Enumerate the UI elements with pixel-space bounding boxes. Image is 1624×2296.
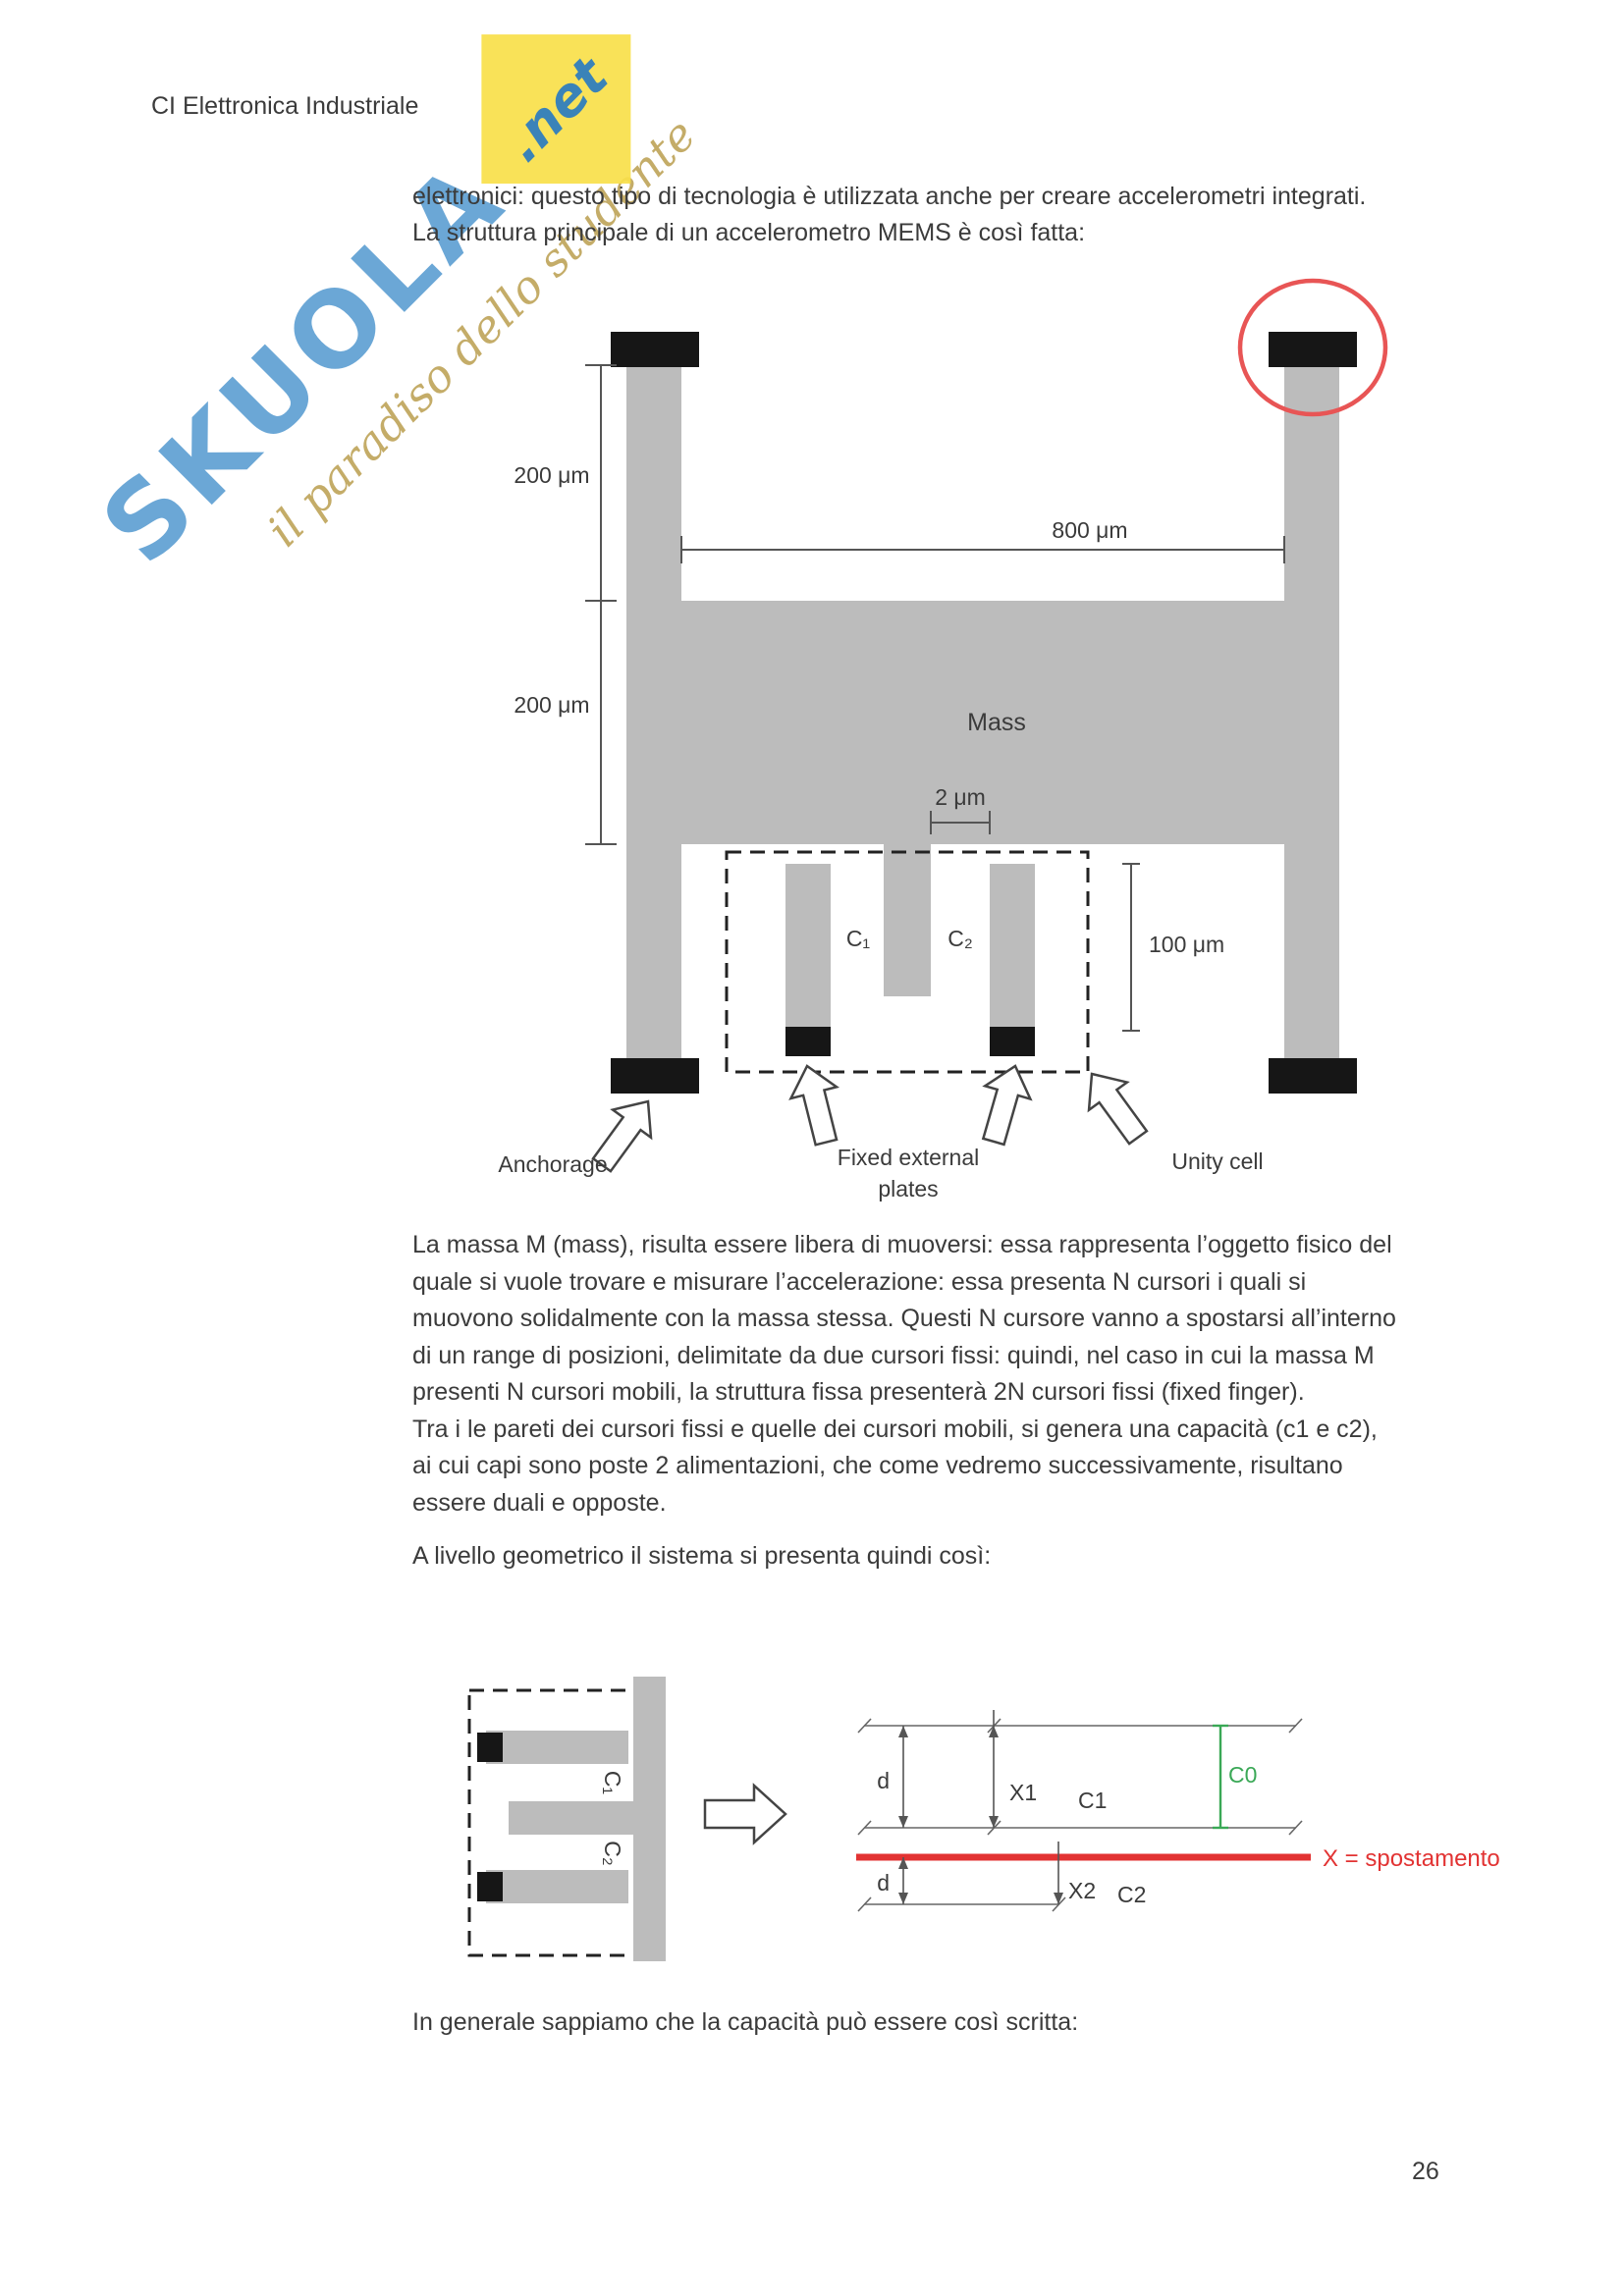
dim-2-label: 2 μm: [935, 784, 986, 810]
schematic-dimensions: [898, 1710, 1063, 1904]
x1-label: X1: [1009, 1780, 1037, 1805]
page-header-title: CI Elettronica Industriale: [151, 92, 419, 120]
mems-structure: [611, 278, 1388, 1094]
diagram-labels: 200 μm 200 μm 800 μm Mass 2 μm C₁ C₂ 100…: [498, 462, 1263, 1201]
fixed-finger-right: [990, 864, 1035, 1027]
schematic-svg: C₁ C₂: [467, 1677, 1500, 1961]
c0-label: C0: [1228, 1762, 1257, 1788]
callout-arrows: [591, 1064, 1149, 1173]
dim-200-top-label: 200 μm: [514, 462, 589, 488]
geometric-schematic-diagram: C₁ C₂: [442, 1659, 1581, 1978]
dimension-lines: [585, 364, 1285, 1032]
plate-anchor-top: [477, 1733, 503, 1762]
intro-paragraph: elettronici: questo tipo di tecnologia è…: [412, 183, 1367, 246]
mass-label: Mass: [967, 709, 1026, 736]
dim-800-label: 800 μm: [1052, 517, 1127, 543]
unity-cell-label: Unity cell: [1171, 1148, 1263, 1174]
c2-schematic-label: C2: [1117, 1882, 1146, 1907]
moving-plate: [509, 1801, 666, 1835]
anchorage-label: Anchorage: [498, 1151, 607, 1177]
fixed-finger-left: [785, 864, 831, 1027]
dim-100-label: 100 μm: [1149, 932, 1224, 957]
anchor-bottom-left: [611, 1058, 699, 1094]
watermark-net-label: .net: [492, 44, 621, 174]
fixed-plate-bottom: [486, 1870, 628, 1903]
unity-cell-outline: [725, 850, 1090, 1074]
schematic-labels: d d X1 C1 C0 X2 C2 X = spostamento: [877, 1762, 1500, 1907]
body-text: La massa M (mass), risulta essere libera…: [412, 1227, 1399, 1575]
page-number: 26: [1412, 2158, 1439, 2185]
c0-dimension: [1213, 1724, 1228, 1830]
anchorage-arrow: [591, 1099, 653, 1173]
paragraph-4: In generale sappiamo che la capacità può…: [412, 2008, 1079, 2036]
anchor-top-left: [611, 332, 699, 367]
fixed-finger-left-anchor: [785, 1027, 831, 1056]
fixed-finger-right-anchor: [990, 1027, 1035, 1056]
c2-side-label: C₂: [600, 1841, 625, 1866]
c1-schematic-label: C1: [1078, 1788, 1107, 1813]
fixed-plate-top: [486, 1731, 628, 1764]
unit-cell-mini: C₁ C₂: [467, 1677, 666, 1961]
d-bottom-label: d: [877, 1870, 890, 1896]
fixed-plates-label-line1: Fixed external: [838, 1145, 979, 1170]
c1-label: C₁: [846, 926, 871, 951]
unity-cell-arrow: [1087, 1072, 1149, 1146]
fixed-plate-left-arrow: [788, 1064, 840, 1147]
moving-finger: [884, 844, 931, 996]
paragraph-3: A livello geometrico il sistema si prese…: [412, 1542, 992, 1570]
highlight-circle: [1237, 278, 1388, 417]
fixed-plate-right-arrow: [981, 1064, 1033, 1147]
watermark-diamond: .net: [481, 33, 631, 184]
c1-side-label: C₁: [600, 1771, 625, 1795]
transform-arrow: [703, 1783, 787, 1845]
mems-structure-diagram: 200 μm 200 μm 800 μm Mass 2 μm C₁ C₂ 100…: [442, 265, 1404, 1212]
paragraph-1: La massa M (mass), risulta essere libera…: [412, 1231, 1396, 1406]
anchor-top-right: [1269, 332, 1357, 367]
c2-label: C₂: [947, 926, 973, 951]
x2-label: X2: [1068, 1878, 1096, 1903]
d-top-label: d: [877, 1768, 890, 1793]
dim-200-bottom-label: 200 μm: [514, 692, 589, 718]
spostamento-label: X = spostamento: [1323, 1845, 1500, 1872]
mems-diagram-svg: 200 μm 200 μm 800 μm Mass 2 μm C₁ C₂ 100…: [498, 278, 1388, 1201]
fixed-plates-label-line2: plates: [878, 1176, 938, 1201]
proof-mass: [626, 601, 1339, 844]
anchor-bottom-right: [1269, 1058, 1357, 1094]
plate-anchor-bottom: [477, 1872, 503, 1901]
paragraph-2: Tra i le pareti dei cursori fissi e quel…: [412, 1415, 1378, 1517]
